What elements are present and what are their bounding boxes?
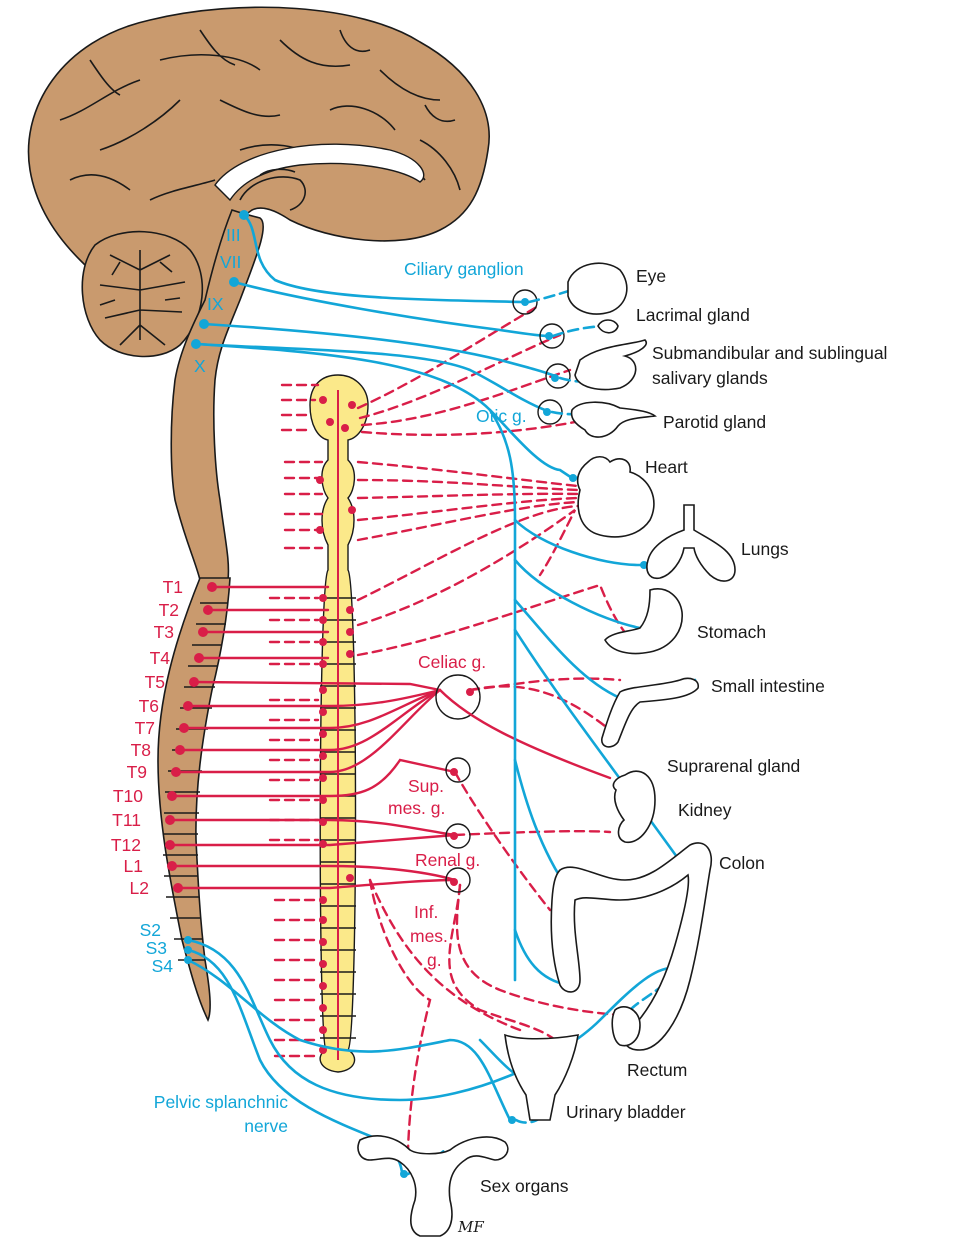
suprarenal-kidney-shape (613, 771, 655, 842)
heart-shape (578, 457, 654, 537)
artist-signature: MF (457, 1218, 484, 1236)
parasympathetic-ganglia (513, 290, 570, 424)
salivary-label-1: Submandibular and sublingual (652, 343, 887, 363)
level-t7: T7 (135, 718, 155, 738)
level-t8: T8 (131, 740, 151, 760)
eye-shape (568, 263, 627, 314)
inf-mes-ganglion-label-3: g. (427, 950, 442, 970)
small-intestine-label: Small intestine (711, 676, 825, 696)
cn-label-iii: III (226, 225, 241, 245)
pelvic-nerve-labels: Pelvic splanchnic nerve (154, 1092, 288, 1136)
ciliary-ganglion-label: Ciliary ganglion (404, 259, 524, 279)
level-t3: T3 (154, 622, 174, 642)
lacrimal-gland-label: Lacrimal gland (636, 305, 750, 325)
lacrimal-gland-shape (598, 320, 618, 333)
urinary-bladder-label: Urinary bladder (566, 1102, 686, 1122)
cerebellum (82, 232, 202, 357)
renal-ganglion-label: Renal g. (415, 850, 480, 870)
sacral-preganglionic-fibers (188, 940, 680, 1172)
rectum-label: Rectum (627, 1060, 687, 1080)
level-t9: T9 (127, 762, 147, 782)
suprarenal-gland-label: Suprarenal gland (667, 756, 800, 776)
celiac-ganglion-label: Celiac g. (418, 652, 486, 672)
eye-label: Eye (636, 266, 666, 286)
celiac-to-suprarenal (440, 690, 610, 778)
colon-label: Colon (719, 853, 765, 873)
rectum-shape (612, 1007, 640, 1046)
level-t11: T11 (112, 810, 141, 830)
sympathetic-outflow (165, 305, 640, 1150)
cn-label-vii: VII (220, 252, 241, 272)
level-t5: T5 (145, 672, 165, 692)
lungs-shape (647, 505, 735, 581)
sup-mes-ganglion-label-2: mes. g. (388, 798, 445, 818)
cn-label-x: X (194, 356, 206, 376)
sympathetic-preganglionic-fibers (170, 587, 455, 888)
heart-label: Heart (645, 457, 688, 477)
level-t6: T6 (139, 696, 159, 716)
celiac-ganglion (436, 675, 480, 719)
level-s4: S4 (152, 956, 174, 976)
stomach-label: Stomach (697, 622, 766, 642)
parotid-gland-shape (572, 402, 655, 437)
sex-organs-label: Sex organs (480, 1176, 569, 1196)
level-t1: T1 (163, 577, 183, 597)
level-t10: T10 (113, 786, 143, 806)
sacral-level-labels: S2 S3 S4 (140, 920, 174, 976)
small-intestine-shape (602, 678, 698, 747)
cn-label-ix: IX (207, 294, 224, 314)
inf-mes-ganglion-label-1: Inf. (414, 902, 438, 922)
pelvic-nerve-label-2: nerve (244, 1116, 288, 1136)
salivary-label-2: salivary glands (652, 368, 768, 388)
level-l1: L1 (124, 856, 143, 876)
otic-ganglion-label: Otic g. (476, 406, 527, 426)
lungs-label: Lungs (741, 539, 789, 559)
inf-mes-ganglion-label-2: mes. (410, 926, 448, 946)
sympathetic-chain-dashes-left (270, 385, 322, 1056)
level-t12: T12 (111, 835, 141, 855)
level-t2: T2 (159, 600, 179, 620)
level-l2: L2 (130, 878, 149, 898)
pelvic-nerve-label-1: Pelvic splanchnic (154, 1092, 288, 1112)
sup-mes-ganglion-label-1: Sup. (408, 776, 444, 796)
salivary-glands-shape (575, 340, 646, 389)
parotid-gland-label: Parotid gland (663, 412, 766, 432)
level-s2: S2 (140, 920, 161, 940)
kidney-label: Kidney (678, 800, 732, 820)
level-s3: S3 (146, 938, 167, 958)
level-t4: T4 (150, 648, 171, 668)
